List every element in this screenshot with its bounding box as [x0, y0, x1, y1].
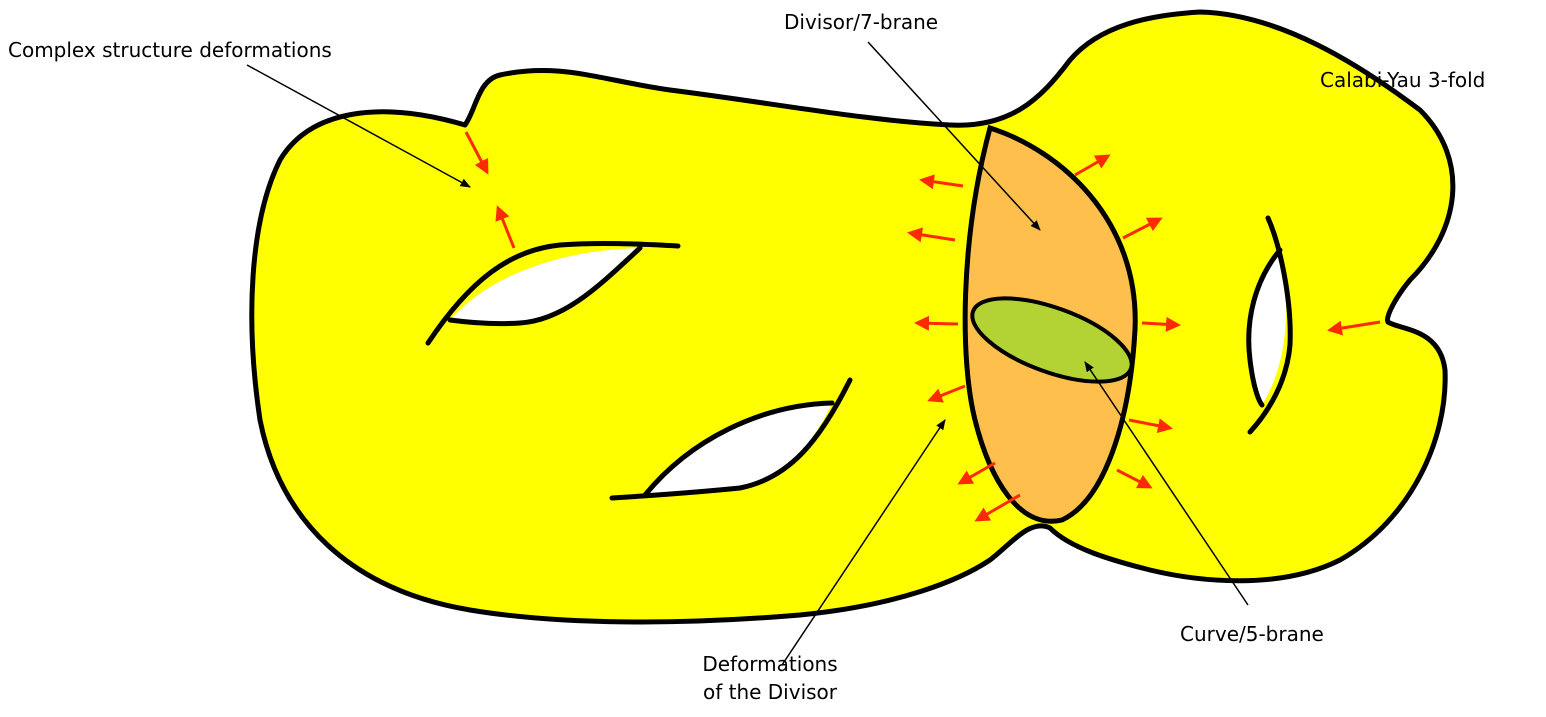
- complex-structure-label: Complex structure deformations: [8, 38, 332, 62]
- deformations-divisor-label-line2: of the Divisor: [670, 680, 870, 704]
- calabi-yau-label: Calabi-Yau 3-fold: [1320, 68, 1485, 92]
- curve-label: Curve/5-brane: [1180, 622, 1324, 646]
- divisor-label: Divisor/7-brane: [784, 10, 938, 34]
- red-arrow: [1142, 323, 1178, 325]
- deformations-divisor-label-line1: Deformations: [670, 652, 870, 676]
- red-arrow: [917, 323, 958, 324]
